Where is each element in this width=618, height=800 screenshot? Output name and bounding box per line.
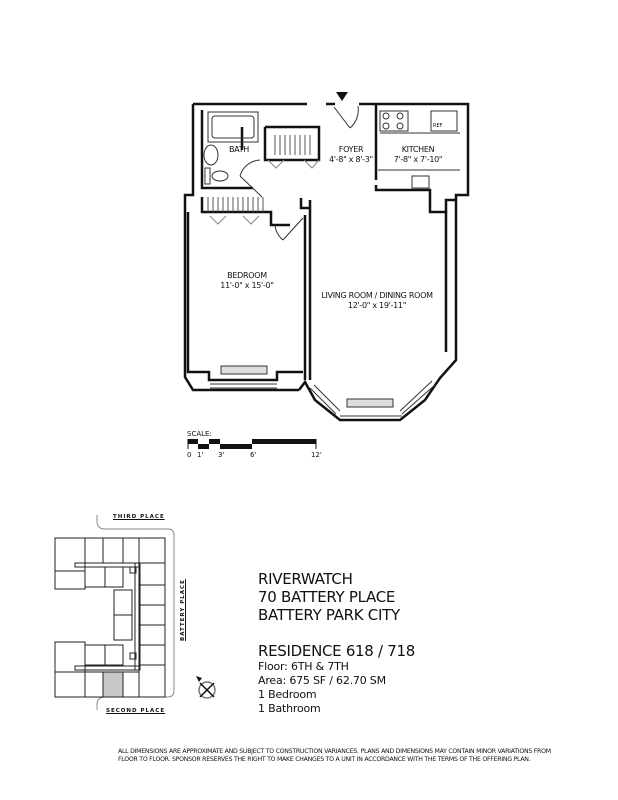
svg-text:REF: REF <box>433 123 443 129</box>
scale-tick: 3' <box>218 451 225 459</box>
room-dims: 12'-0" x 19'-11" <box>347 301 407 310</box>
scale-tick: 6' <box>250 451 257 459</box>
room-name: BEDROOM <box>227 271 267 280</box>
disclaimer-line: ALL DIMENSIONS ARE APPROXIMATE AND SUBJE… <box>118 748 551 755</box>
scale-tick: 0 <box>187 451 192 459</box>
room-dims: 7'-8" x 7'-10" <box>393 155 443 164</box>
bedroom-count: 1 Bedroom <box>258 688 317 701</box>
scale-graphic <box>187 439 317 449</box>
floor-plan: REF <box>183 92 470 422</box>
room-label-foyer: FOYER 4'-8" x 8'-3" <box>326 145 376 165</box>
disclaimer: ALL DIMENSIONS ARE APPROXIMATE AND SUBJE… <box>118 748 568 764</box>
room-name: BATH <box>228 145 250 154</box>
disclaimer-line: FLOOR TO FLOOR. SPONSOR RESERVES THE RIG… <box>118 756 531 763</box>
room-dims: 11'-0" x 15'-0" <box>220 281 274 290</box>
north-compass-icon <box>196 676 216 699</box>
scale-tick: 1' <box>197 451 204 459</box>
room-name: FOYER <box>338 145 364 154</box>
room-dims: 4'-8" x 8'-3" <box>329 155 373 164</box>
room-label-bath: BATH <box>222 145 256 155</box>
room-name: LIVING ROOM / DINING ROOM <box>321 291 433 300</box>
bathroom-count: 1 Bathroom <box>258 702 321 715</box>
area-info: Area: 675 SF / 62.70 SM <box>258 674 386 687</box>
room-label-kitchen: KITCHEN 7'-8" x 7'-10" <box>386 145 450 165</box>
street-battery-place: BATTERY PLACE <box>180 579 186 641</box>
street-third-place: THIRD PLACE <box>113 514 165 520</box>
entry-arrow-icon <box>336 92 348 101</box>
scale-title: SCALE: <box>187 430 212 438</box>
room-name: KITCHEN <box>401 145 435 154</box>
building-address: 70 BATTERY PLACE <box>258 588 396 606</box>
scale-tick: 12' <box>311 451 322 459</box>
building-name: RIVERWATCH <box>258 570 353 588</box>
street-second-place: SECOND PLACE <box>106 708 166 714</box>
residence-number: RESIDENCE 618 / 718 <box>258 642 415 660</box>
key-plan <box>54 515 175 710</box>
room-label-bedroom: BEDROOM 11'-0" x 15'-0" <box>212 271 282 291</box>
neighborhood: BATTERY PARK CITY <box>258 606 400 624</box>
room-label-living: LIVING ROOM / DINING ROOM 12'-0" x 19'-1… <box>312 291 442 311</box>
unit-highlight <box>102 671 124 698</box>
scale-bar: SCALE: 0 1' 3' 6' 12' <box>187 430 327 460</box>
floor-info: Floor: 6TH & 7TH <box>258 660 349 673</box>
residence-info: RIVERWATCH 70 BATTERY PLACE BATTERY PARK… <box>258 570 415 716</box>
